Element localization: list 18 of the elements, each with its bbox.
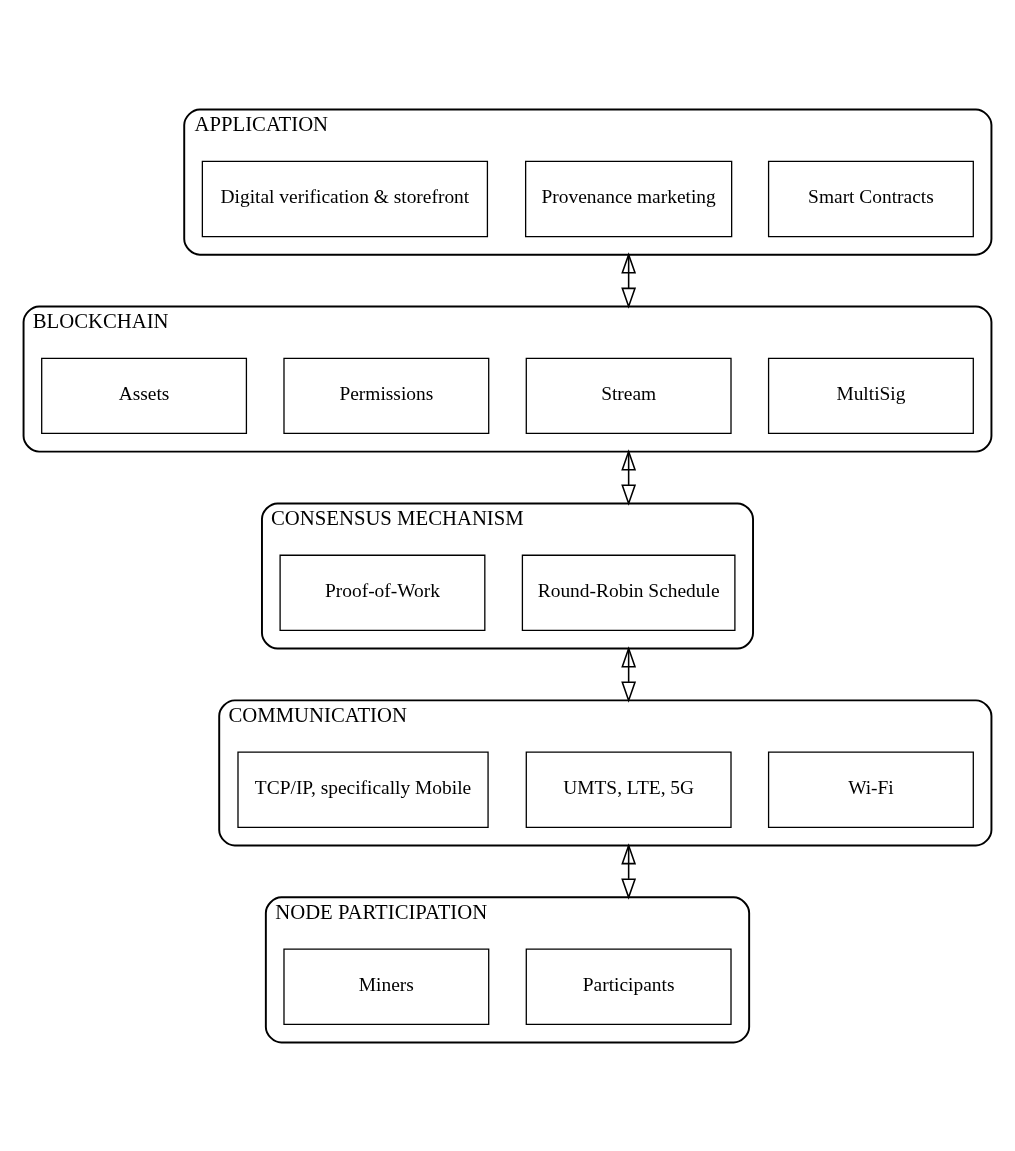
arrow bbox=[621, 251, 637, 309]
node-box: Assets bbox=[41, 357, 248, 434]
node-box: UMTS, LTE, 5G bbox=[525, 751, 732, 828]
node-box: Proof-of-Work bbox=[279, 554, 486, 631]
node-box: Permissions bbox=[283, 357, 490, 434]
node-box: Stream bbox=[525, 357, 732, 434]
arrow bbox=[621, 645, 637, 703]
node-box: Wi-Fi bbox=[767, 751, 974, 828]
node-box: TCP/IP, specifically Mobile bbox=[237, 751, 489, 828]
node-box: Smart Contracts bbox=[767, 160, 974, 237]
arrow bbox=[621, 842, 637, 900]
node-box: Round-Robin Schedule bbox=[521, 554, 736, 631]
node-box: Digital verification & storefront bbox=[201, 160, 489, 237]
node-box: Miners bbox=[283, 948, 490, 1025]
node-box: MultiSig bbox=[767, 357, 974, 434]
node-box: Provenance marketing bbox=[525, 160, 733, 237]
arrow bbox=[621, 448, 637, 506]
node-box: Participants bbox=[525, 948, 732, 1025]
